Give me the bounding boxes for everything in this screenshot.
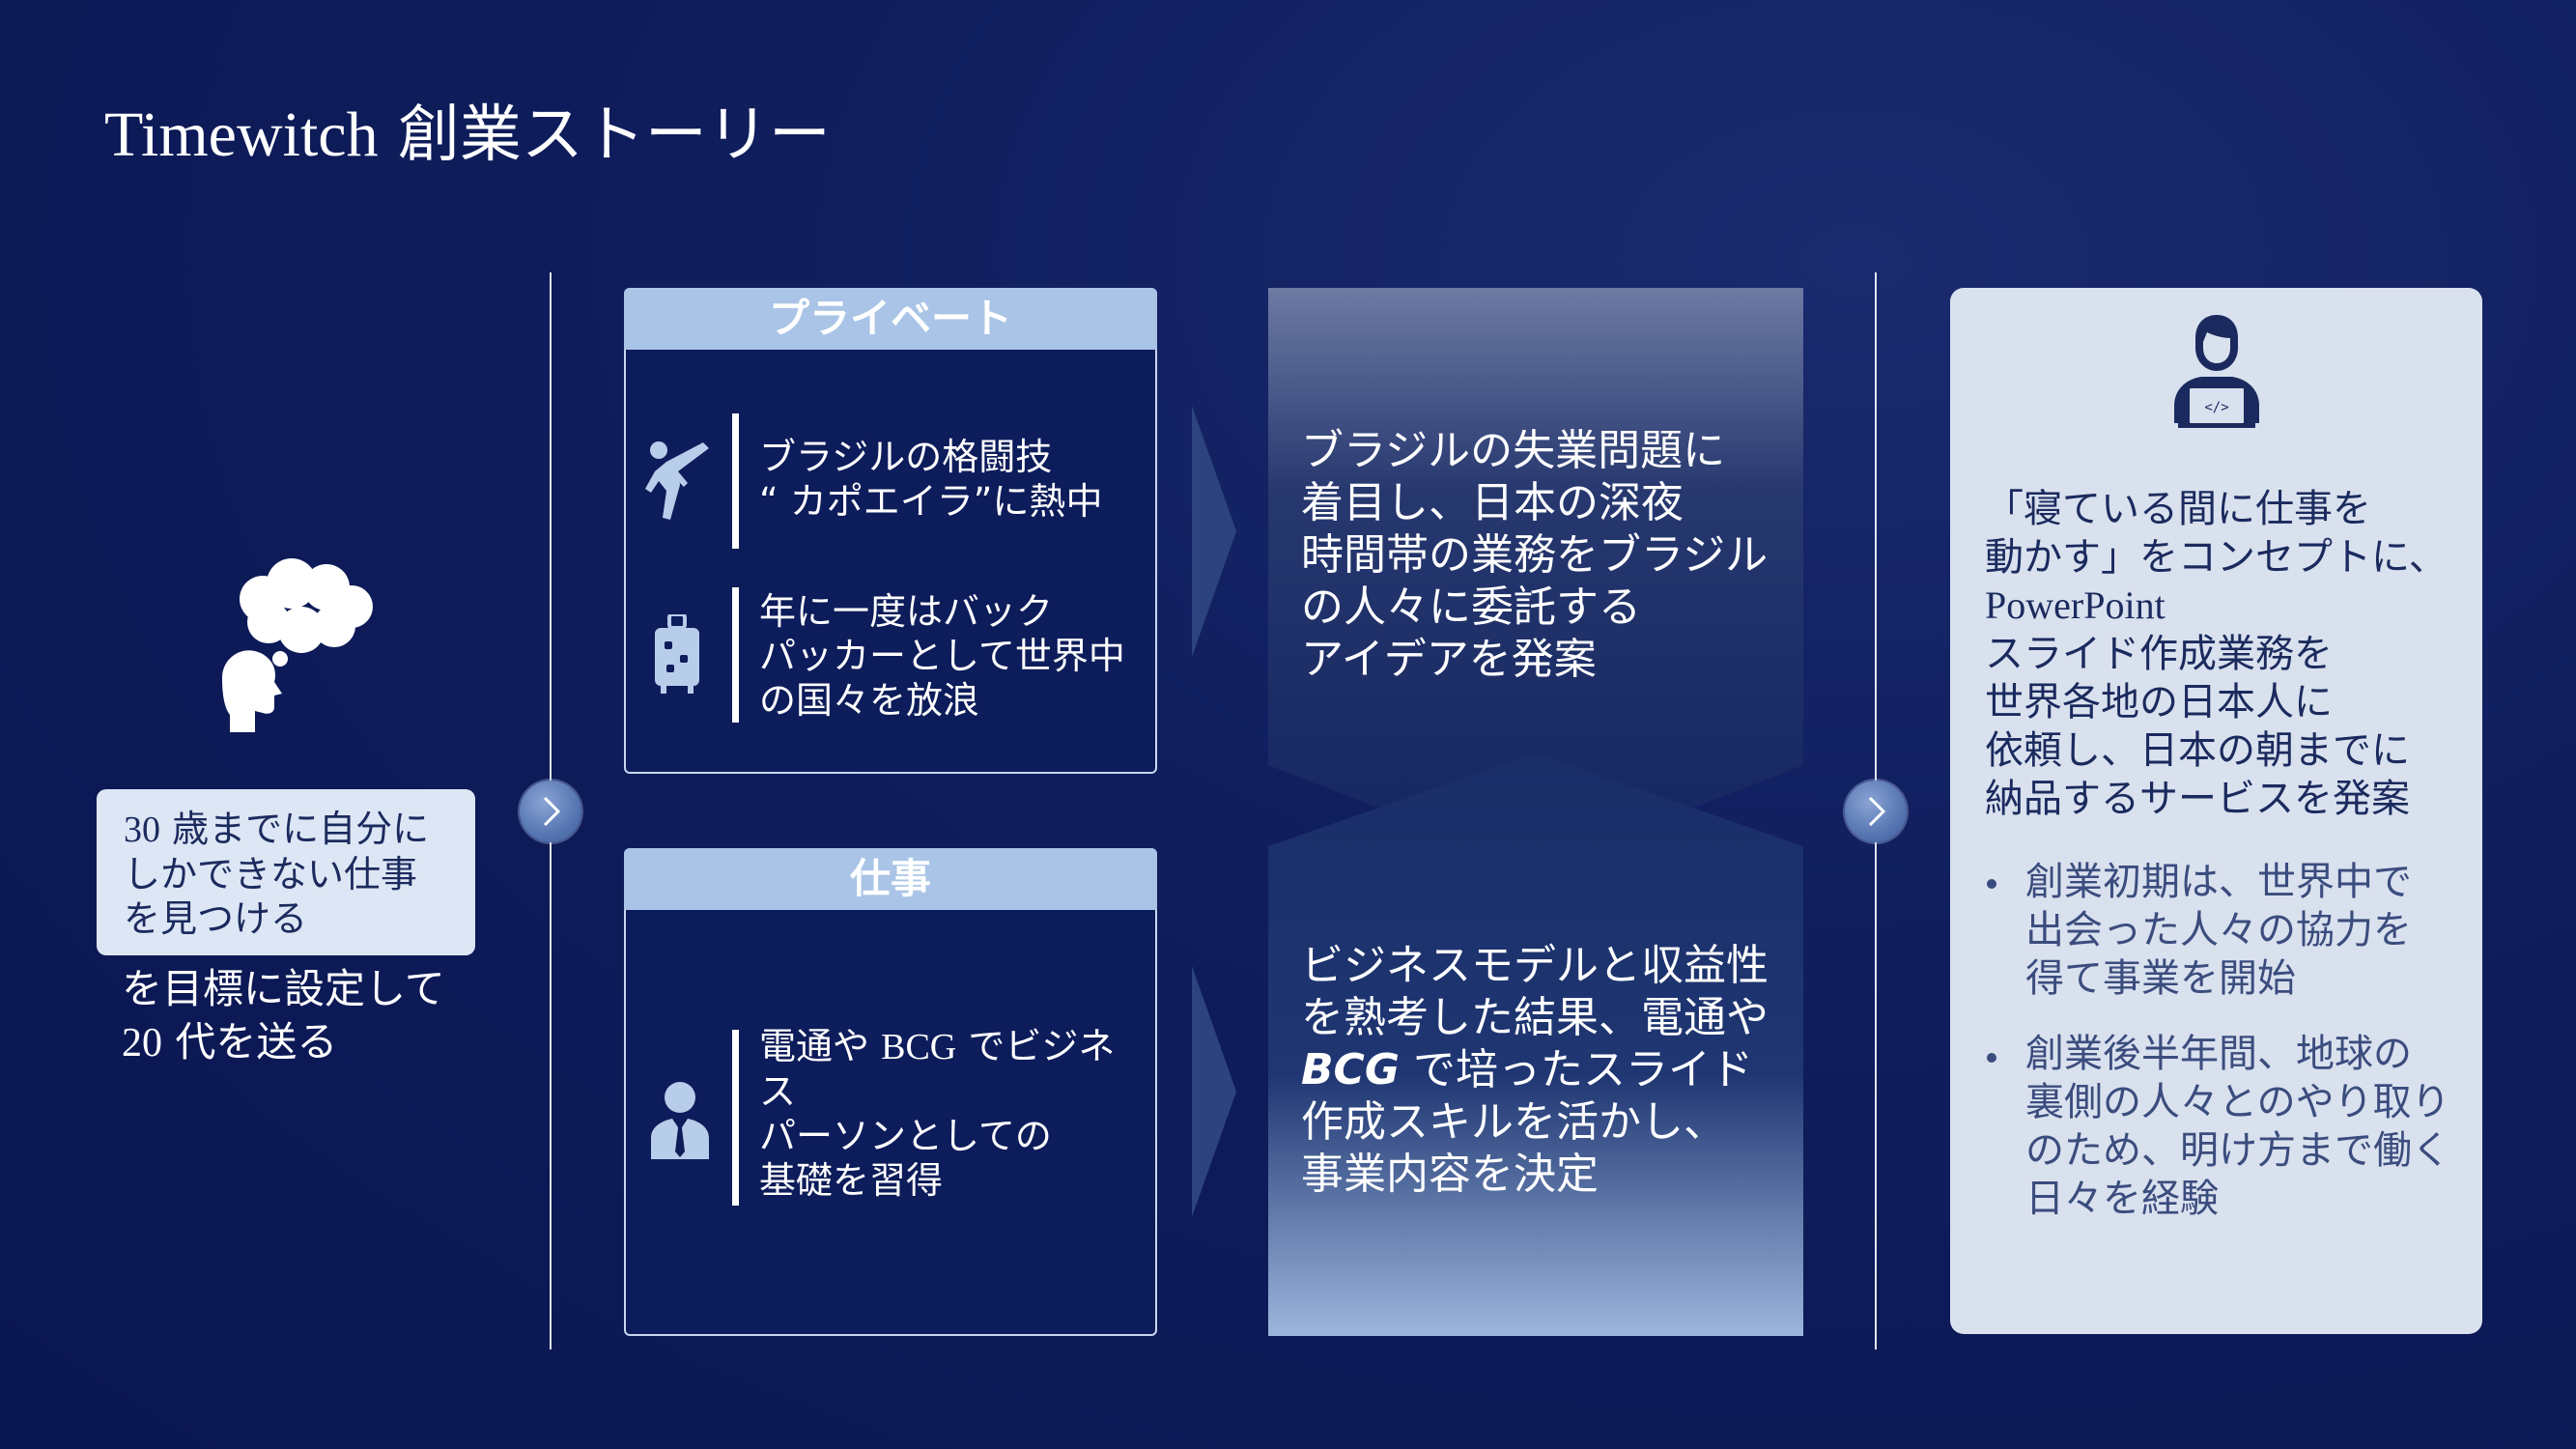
thought-bubble-icon (222, 558, 373, 732)
goal-box-line-3: を見つける (124, 897, 308, 940)
page-title: Timewitch 創業ストーリー (104, 97, 831, 174)
chevron-right-icon (1868, 796, 1886, 827)
bullet-dot-1 (1987, 879, 1996, 889)
result-main-line-2: 動かす」をコンセプトに、 (1985, 535, 2448, 580)
businessman-icon (651, 1082, 709, 1159)
bullet-2-line-3: のため、明け方まで働く (2025, 1128, 2450, 1173)
bullet-2-line-2: 裏側の人々とのやり取り (2025, 1080, 2450, 1124)
bullet-1-text: 創業初期は、世界中で 出会った人々の協力を 得て事業を開始 (2025, 858, 2412, 1003)
middle-upper-line-2: 着目し、日本の深夜 (1301, 478, 1684, 527)
step-arrow-2 (1845, 781, 1907, 842)
middle-upper-line-5: アイデアを発案 (1301, 635, 1597, 684)
middle-upper-line-1: ブラジルの失業問題に (1301, 426, 1726, 475)
private-panel: プライベート ブラジルの格闘技 “ カポエイラ”に熱中 年に一度はバック パッカ… (624, 288, 1157, 774)
title-jp: 創業ストーリー (397, 99, 831, 171)
private-item2-bar (732, 587, 739, 723)
goal-box: 30 歳までに自分に しかできない仕事 を見つける (97, 789, 475, 955)
svg-text:</>: </> (2204, 400, 2228, 415)
goal-box-line-1: 歳までに自分に (172, 808, 430, 850)
goal-after-line-2: 20 代を送る (122, 1018, 338, 1065)
suitcase-icon (655, 614, 699, 694)
middle-lower-text: ビジネスモデルと収益性 を熟考した結果、電通や BCG で培ったスライド 作成ス… (1301, 940, 1769, 1201)
bullet-2-line-4: 日々を経験 (2025, 1177, 2219, 1221)
middle-upper-text: ブラジルの失業問題に 着目し、日本の深夜 時間帯の業務をブラジル の人々に委託す… (1301, 425, 1768, 686)
kick-martial-artist-icon (645, 441, 709, 520)
step-arrow-1 (520, 781, 581, 842)
middle-upper-line-4: の人々に委託する (1301, 582, 1641, 632)
middle-lower-line-5: 事業内容を決定 (1301, 1150, 1599, 1199)
middle-lower-line-2: を熟考した結果、電通や (1301, 993, 1769, 1042)
middle-lower-line-4: 作成スキルを活かし、 (1301, 1097, 1726, 1147)
middle-flow-shapes (1268, 288, 1803, 1336)
private-item1-line-1: ブラジルの格闘技 (759, 436, 1053, 478)
work-panel: 仕事 電通や BCG でビジネ ス パーソンとしての 基礎を習得 (624, 848, 1157, 1336)
work-item1-text: 電通や BCG でビジネ ス パーソンとしての 基礎を習得 (759, 1024, 1115, 1203)
goal-box-line-2: しかできない仕事 (124, 853, 418, 895)
chevron-right-icon (1192, 406, 1236, 657)
result-main-line-1: 「寝ている間に仕事を (1985, 487, 2371, 531)
work-item1-line-3: パーソンとしての (759, 1115, 1052, 1157)
middle-lower-line-1: ビジネスモデルと収益性 (1301, 941, 1769, 990)
work-item1-line-2: ス (759, 1070, 797, 1113)
result-main-text: 「寝ている間に仕事を 動かす」をコンセプトに、 PowerPoint スライド作… (1985, 485, 2448, 823)
private-item2-line-2: パッカーとして世界中 (759, 635, 1125, 677)
bullet-1-line-3: 得て事業を開始 (2025, 956, 2296, 1001)
result-main-line-3: PowerPoint (1985, 583, 2166, 627)
private-item1-bar (732, 413, 739, 549)
result-main-line-7: 納品するサービスを発案 (1985, 777, 2410, 821)
bullet-2-line-1: 創業後半年間、地球の (2025, 1032, 2412, 1076)
programmer-laptop-icon: </> (2174, 315, 2259, 428)
chevron-right-icon (1192, 966, 1236, 1217)
bullet-2-text: 創業後半年間、地球の 裏側の人々とのやり取り のため、明け方まで働く 日々を経験 (2025, 1030, 2450, 1223)
work-item1-line-1: 電通や BCG でビジネ (759, 1025, 1116, 1067)
private-item2-line-1: 年に一度はバック (759, 590, 1054, 633)
private-item2-line-3: の国々を放浪 (759, 679, 980, 722)
chevron-right-icon (543, 796, 561, 827)
goal-box-line: 30 歳までに自分に (124, 808, 430, 850)
title-latin: Timewitch (104, 99, 379, 170)
private-item1-text: ブラジルの格闘技 “ カポエイラ”に熱中 (759, 435, 1102, 524)
private-panel-header: プライベート (624, 288, 1157, 350)
middle-upper-line-3: 時間帯の業務をブラジル (1301, 530, 1769, 580)
goal-after-line-1: を目標に設定して (122, 965, 445, 1012)
work-item1-bar (732, 1030, 739, 1206)
bullet-dot-2 (1987, 1053, 1996, 1063)
private-item2-text: 年に一度はバック パッカーとして世界中 の国々を放浪 (759, 589, 1125, 723)
bullet-1-line-2: 出会った人々の協力を (2025, 908, 2412, 952)
result-main-line-6: 依頼し、日本の朝までに (1985, 728, 2410, 773)
result-main-line-5: 世界各地の日本人に (1985, 680, 2333, 724)
result-main-line-4: スライド作成業務を (1985, 632, 2333, 676)
private-item1-line-2: “ カポエイラ”に熱中 (759, 480, 1103, 523)
bullet-1-line-1: 創業初期は、世界中で (2025, 860, 2412, 904)
goal-description: を目標に設定して 20 代を送る (122, 962, 445, 1070)
work-item1-line-4: 基礎を習得 (759, 1159, 944, 1202)
middle-lower-line-3: BCG で培ったスライド (1301, 1045, 1753, 1094)
result-card: </> 「寝ている間に仕事を 動かす」をコンセプトに、 PowerPoint ス… (1950, 288, 2482, 1334)
work-panel-header: 仕事 (624, 848, 1157, 910)
